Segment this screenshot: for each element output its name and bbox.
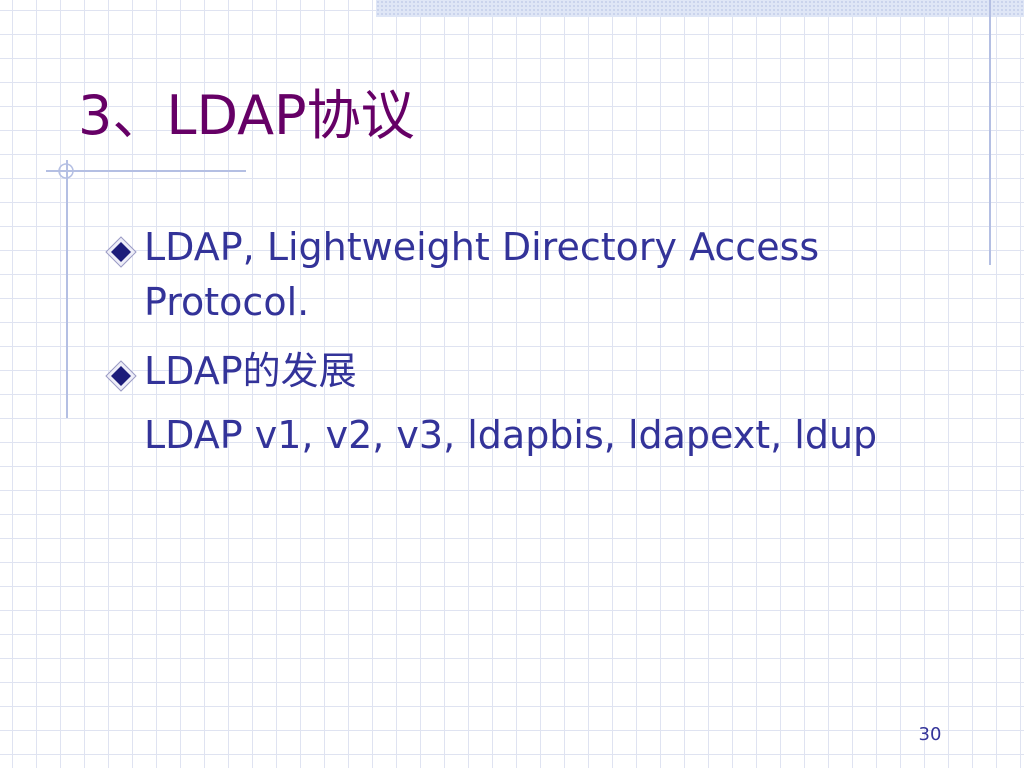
bullet-item: LDAP, Lightweight Directory Access Proto… xyxy=(104,220,864,330)
corner-circle-ornament xyxy=(58,163,74,179)
page-number: 30 xyxy=(918,724,942,745)
bullet-text: LDAP, Lightweight Directory Access Proto… xyxy=(144,225,820,324)
left-accent-line xyxy=(66,160,68,418)
diamond-bullet-icon xyxy=(105,236,137,268)
top-decorative-band xyxy=(376,0,1024,17)
bullet-item: LDAP的发展 xyxy=(104,344,864,399)
slide-title: 3、LDAP协议 xyxy=(78,84,415,147)
title-underline xyxy=(46,170,246,172)
diamond-bullet-icon xyxy=(105,360,137,392)
bullet-subtext: LDAP v1, v2, v3, ldapbis, ldapext, ldup xyxy=(144,413,878,457)
bullet-text: LDAP的发展 xyxy=(144,349,357,393)
right-accent-line xyxy=(989,0,991,265)
